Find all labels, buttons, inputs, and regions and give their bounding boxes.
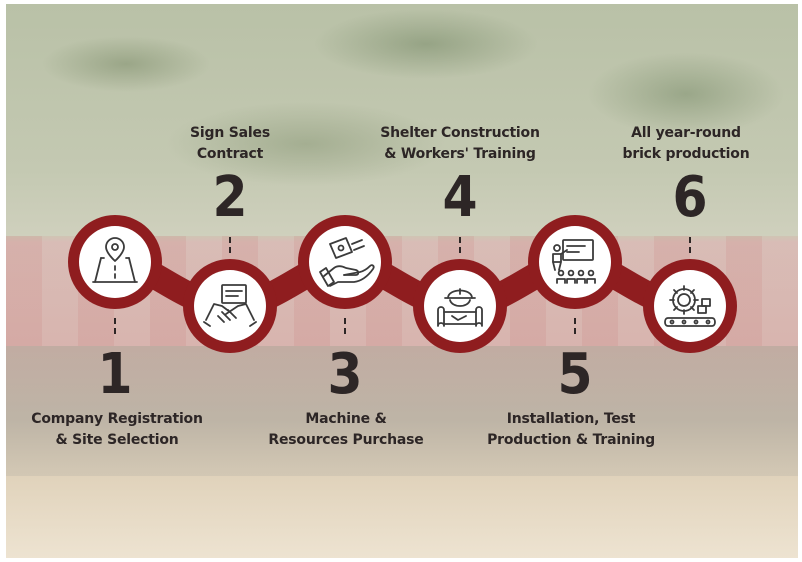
step-5-label: Installation, Test Production & Training bbox=[487, 409, 655, 451]
step-5-label-line2: Production & Training bbox=[487, 432, 655, 448]
step-5-connector bbox=[574, 318, 576, 334]
step-1-label: Company Registration & Site Selection bbox=[31, 409, 203, 451]
step-4-connector bbox=[459, 237, 461, 253]
step-6-label-line1: All year-round bbox=[631, 125, 741, 141]
gear-conveyor-icon bbox=[664, 285, 716, 327]
step-4-label: Shelter Construction & Workers' Training bbox=[380, 123, 540, 165]
step-1-node bbox=[68, 215, 162, 309]
step-2-label-line1: Sign Sales bbox=[190, 125, 270, 141]
step-1-label-line2: & Site Selection bbox=[55, 432, 179, 448]
step-3-label-line2: Resources Purchase bbox=[268, 432, 424, 448]
step-6-node bbox=[643, 259, 737, 353]
step-4-label-line1: Shelter Construction bbox=[380, 125, 540, 141]
step-2-label: Sign Sales Contract bbox=[190, 123, 270, 165]
presentation-audience-icon bbox=[552, 239, 596, 284]
step-2-number: 2 bbox=[212, 165, 248, 230]
background-shed bbox=[6, 346, 798, 476]
step-4-label-line2: & Workers' Training bbox=[384, 146, 536, 162]
step-2-node bbox=[183, 259, 277, 353]
map-pin-road-icon bbox=[92, 237, 138, 283]
step-4-number: 4 bbox=[442, 165, 478, 230]
step-6-label-line2: brick production bbox=[622, 146, 750, 162]
step-5-number: 5 bbox=[557, 342, 593, 407]
worker-helmet-blueprint-icon bbox=[437, 288, 483, 327]
step-4-node bbox=[413, 259, 507, 353]
step-3-node bbox=[298, 215, 392, 309]
step-6-connector bbox=[689, 237, 691, 253]
step-6-label: All year-round brick production bbox=[623, 123, 750, 165]
step-1-number: 1 bbox=[97, 342, 133, 407]
step-3-connector bbox=[344, 318, 346, 334]
step-3-label-line1: Machine & bbox=[305, 411, 387, 427]
handshake-contract-icon bbox=[203, 284, 257, 327]
hand-money-icon bbox=[319, 237, 375, 287]
step-1-connector bbox=[114, 318, 116, 334]
step-1-label-line1: Company Registration bbox=[31, 411, 203, 427]
step-2-connector bbox=[229, 237, 231, 253]
step-5-label-line1: Installation, Test bbox=[506, 411, 636, 427]
step-3-number: 3 bbox=[327, 342, 363, 407]
step-2-label-line2: Contract bbox=[196, 146, 264, 162]
step-5-node bbox=[528, 215, 622, 309]
background-ground bbox=[6, 476, 798, 558]
step-6-number: 6 bbox=[672, 165, 708, 230]
step-3-label: Machine & Resources Purchase bbox=[268, 409, 423, 451]
